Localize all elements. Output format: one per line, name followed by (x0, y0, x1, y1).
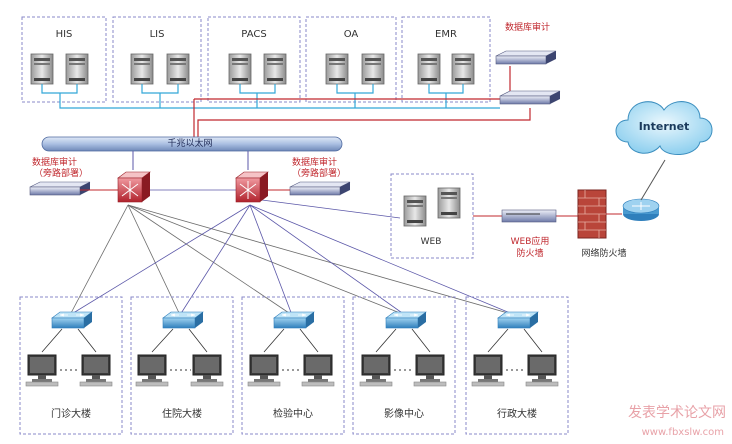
system-servers (30, 53, 475, 85)
backbone-links (132, 151, 249, 170)
server-icon (263, 53, 287, 85)
pc-icon (135, 354, 169, 387)
internet-label: Internet (638, 120, 690, 133)
pc-icon (25, 354, 59, 387)
audit-appliance-icon (289, 181, 351, 196)
building-box (19, 296, 123, 435)
internet-cloud-icon (615, 101, 713, 155)
router-icon (622, 198, 660, 221)
building-label-imaging: 影像中心 (384, 409, 424, 420)
web-box (390, 173, 474, 259)
pc-icon (301, 354, 335, 387)
building-label-admin: 行政大楼 (497, 409, 537, 420)
audit-appliance-icon (495, 50, 557, 65)
audit-label-left: 数据库审计 (32, 158, 78, 168)
system-label-emr: EMR (435, 29, 457, 40)
server-icon (30, 53, 54, 85)
his-box (21, 16, 107, 103)
system-label-his: HIS (55, 29, 73, 40)
access-switch-icon (385, 311, 427, 329)
server-icon (417, 53, 441, 85)
audit-links (193, 66, 531, 140)
audit-appliance-icon (29, 181, 91, 196)
pc-icon (525, 354, 559, 387)
building-label-lab: 检验中心 (273, 409, 313, 420)
audit-appliance-icon (499, 90, 561, 105)
server-icon (228, 53, 252, 85)
watermark-url: www.fbxslw.com (641, 427, 724, 438)
server-icon (130, 53, 154, 85)
firewall-label: 网络防火墙 (581, 249, 627, 259)
audit-label-mid-sub: （旁路部署） (292, 169, 347, 179)
building-box (352, 296, 456, 435)
access-links (41, 328, 543, 353)
system-label-oa: OA (343, 29, 359, 40)
system-label-lis: LIS (149, 29, 165, 40)
server-icon (451, 53, 475, 85)
pc-icon (359, 354, 393, 387)
access-switch-icon (497, 311, 539, 329)
web-label: WEB (420, 237, 442, 247)
core-switch-icon (235, 171, 269, 203)
pc-icon (471, 354, 505, 387)
access-switch-icon (273, 311, 315, 329)
watermark: 发表学术论文网 (628, 405, 726, 421)
audit-label-top: 数据库审计 (505, 23, 551, 33)
pc-icon (247, 354, 281, 387)
waf-icon (501, 209, 557, 223)
web-server-icon (403, 195, 427, 227)
backbone (41, 136, 343, 152)
pacs-box (207, 16, 301, 103)
server-icon (65, 53, 89, 85)
firewall-icon (577, 189, 607, 239)
building-label-inpatient: 住院大楼 (162, 409, 202, 420)
access-switch-icon (162, 311, 204, 329)
web-server-icon (437, 187, 461, 219)
building-box (465, 296, 569, 435)
pc-icon (413, 354, 447, 387)
waf-label: WEB应用防火墙 (510, 237, 550, 259)
building-box (241, 296, 345, 435)
server-icon (361, 53, 385, 85)
pc-icon (190, 354, 224, 387)
access-switch-icon (51, 311, 93, 329)
pc-icon (79, 354, 113, 387)
server-icon (325, 53, 349, 85)
audit-label-left-sub: （旁路部署） (34, 169, 89, 179)
building-label-outpatient: 门诊大楼 (51, 409, 91, 420)
system-label-pacs: PACS (241, 29, 267, 40)
oa-box (305, 16, 397, 103)
building-box (130, 296, 234, 435)
building-boxes (19, 296, 569, 435)
backbone-label: 千兆以太网 (167, 139, 213, 149)
audit-label-mid: 数据库审计 (292, 158, 338, 168)
server-links (41, 84, 500, 109)
lis-box (112, 16, 202, 103)
server-icon (166, 53, 190, 85)
core-switch-icon (117, 171, 151, 203)
